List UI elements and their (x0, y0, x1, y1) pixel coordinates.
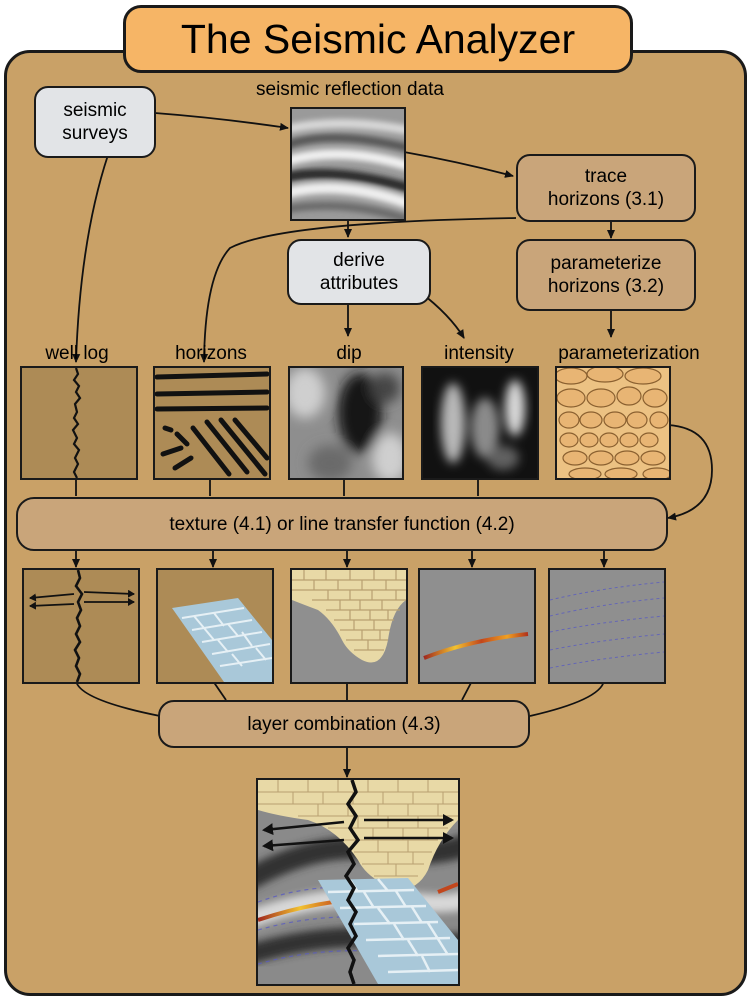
intensity-render (418, 568, 536, 684)
arrow-reflection-to-trace (403, 151, 514, 178)
arrow-parameterization-to-transfer (667, 424, 713, 521)
intensity-image (421, 366, 539, 480)
parameterize-horizons-node: parameterize horizons (3.2) (516, 239, 696, 311)
line-out1-to-combine (75, 680, 161, 717)
trace-horizons-node: trace horizons (3.1) (516, 154, 696, 222)
parameterization-render (548, 568, 666, 684)
arrow-trace-to-horizons (200, 217, 517, 363)
line-out2-to-combine (212, 680, 227, 701)
well-log-image (20, 366, 138, 480)
horizons-label: horizons (175, 343, 247, 364)
line-out4-to-combine (461, 680, 473, 701)
well-log-label: well log (45, 343, 109, 364)
seismic-reflection-image (290, 107, 406, 221)
seismic-surveys-node: seismic surveys (34, 86, 156, 158)
horizons-render (156, 568, 274, 684)
line-out5-to-combine (529, 680, 605, 717)
dip-render (290, 568, 408, 684)
well-log-render (22, 568, 140, 684)
intensity-label: intensity (444, 343, 514, 364)
combined-result-image (256, 778, 460, 986)
derive-attributes-node: derive attributes (287, 239, 431, 305)
dip-image (288, 366, 404, 480)
horizons-image (153, 366, 271, 480)
seismic-reflection-data-label: seismic reflection data (256, 79, 444, 100)
arrow-surveys-to-reflection (154, 112, 289, 131)
arrow-surveys-to-welllog (72, 154, 109, 363)
parameterization-label: parameterization (558, 343, 700, 364)
transfer-function-node: texture (4.1) or line transfer function … (16, 497, 668, 551)
layer-combination-node: layer combination (4.3) (158, 700, 530, 748)
diagram-title: The Seismic Analyzer (123, 5, 633, 73)
dip-label: dip (336, 343, 362, 364)
parameterization-image (555, 366, 671, 480)
